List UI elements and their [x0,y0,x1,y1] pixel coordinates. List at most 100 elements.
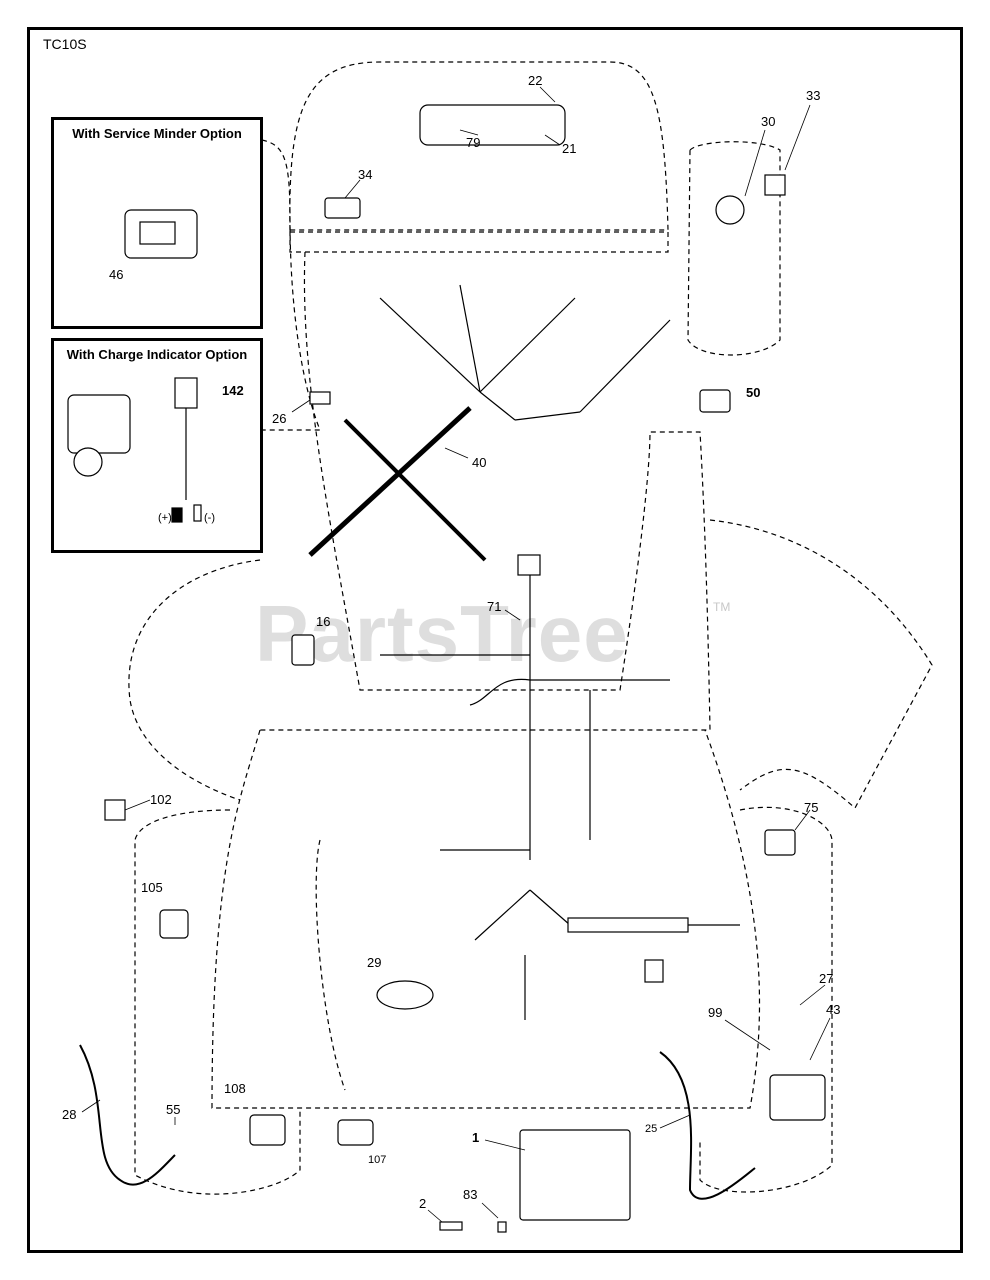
leader-75 [794,809,811,831]
battery-1 [519,1129,631,1221]
right-fender-outline [709,519,933,809]
callout-29: 29 [367,955,382,970]
leader-99 [724,1019,771,1051]
model-code: TC10S [43,36,87,52]
harness-branch-e [529,889,571,926]
harness-line-2 [479,297,576,393]
fuse-holder [567,917,689,933]
callout-83: 83 [463,1187,478,1202]
terminal-positive-label: (+) [158,512,172,524]
leader-33 [784,104,811,171]
ignition-switch-30 [715,195,745,225]
switch-108 [249,1114,286,1146]
watermark: PartsTree [255,589,629,678]
connector-33 [764,174,786,196]
terminal-negative-label: (-) [204,512,215,524]
callout-75: 75 [804,800,819,815]
lower-left-outline [134,809,301,1195]
battery-cable-28 [79,1044,176,1186]
nut-83 [497,1221,507,1233]
leader-30 [744,129,766,197]
callout-34: 34 [358,167,373,182]
leader-34 [344,179,361,199]
callout-33: 33 [806,88,821,103]
hood-outline [289,61,669,231]
relay-16 [291,634,315,666]
module-75 [764,829,796,856]
callout-50: 50 [746,385,761,400]
ground-wire [469,678,531,706]
leader-26 [291,399,311,413]
relay-102 [104,799,126,821]
leader-27 [799,984,826,1006]
service-minder-option-box: With Service Minder Option [51,117,263,329]
callout-55: 55 [166,1102,181,1117]
starter-solenoid-43 [769,1074,826,1121]
harness-cable-40 [308,406,472,557]
diagram-frame [27,27,963,1253]
battery-cable-25 [659,1051,756,1200]
headlight-harness [419,104,566,146]
charge-indicator-option-box: With Charge Indicator Option (+) (-) [51,338,263,553]
callout-102: 102 [150,792,172,807]
switch-50 [699,389,731,413]
harness-line-5 [579,319,671,413]
callout-2: 2 [419,1196,427,1211]
switch-34 [324,197,361,219]
leader-28 [81,1099,101,1113]
callout-27: 27 [819,971,834,986]
leader-83 [481,1202,499,1219]
callout-28: 28 [62,1107,77,1122]
harness-cable-40b [343,418,487,562]
right-panel-outline [687,141,781,356]
connector-71 [517,554,541,576]
callout-108: 108 [224,1081,246,1096]
leader-22 [539,86,556,103]
harness-line-1 [379,297,481,393]
callout-142: 142 [222,383,244,398]
leader-79 [459,129,479,136]
lower-inner-outline [315,839,346,1091]
lower-right-outline [699,806,833,1193]
callout-79: 79 [466,135,481,150]
relay-lower [644,959,664,983]
callout-21: 21 [562,141,577,156]
leader-1 [484,1139,526,1151]
left-panel-outline [261,139,321,431]
callout-16: 16 [316,614,331,629]
bolt-2 [439,1221,463,1231]
charge-indicator-option-title: With Charge Indicator Option [66,347,248,362]
harness-branch-d [474,889,531,941]
middle-section-outline [211,729,761,1109]
harness-line-4 [514,411,581,421]
grommet-29 [376,980,434,1010]
callout-99: 99 [708,1005,723,1020]
watermark-trademark: TM [713,600,731,614]
callout-26: 26 [272,411,287,426]
callout-71: 71 [487,599,502,614]
callout-105: 105 [141,880,163,895]
callout-43: 43 [826,1002,841,1017]
leader-40 [444,447,469,459]
callout-25: 25 [645,1123,658,1135]
callout-46: 46 [109,267,124,282]
leader-71 [504,609,521,621]
switch-107 [337,1119,374,1146]
body-outline [260,251,711,731]
leader-2 [427,1209,443,1223]
callout-30: 30 [761,114,776,129]
harness-line-3 [479,391,516,421]
leader-43 [809,1017,831,1061]
fuse-26 [309,391,331,405]
dash-outline [289,231,669,253]
callout-107: 107 [368,1154,387,1166]
callout-40: 40 [472,455,487,470]
leader-21 [544,134,561,146]
service-minder-option-title: With Service Minder Option [72,126,242,141]
harness-line-6 [459,284,481,393]
left-fender-outline [128,559,261,801]
solenoid-105 [159,909,189,939]
callout-1: 1 [472,1130,480,1145]
callout-22: 22 [528,73,543,88]
leader-102 [124,799,151,811]
